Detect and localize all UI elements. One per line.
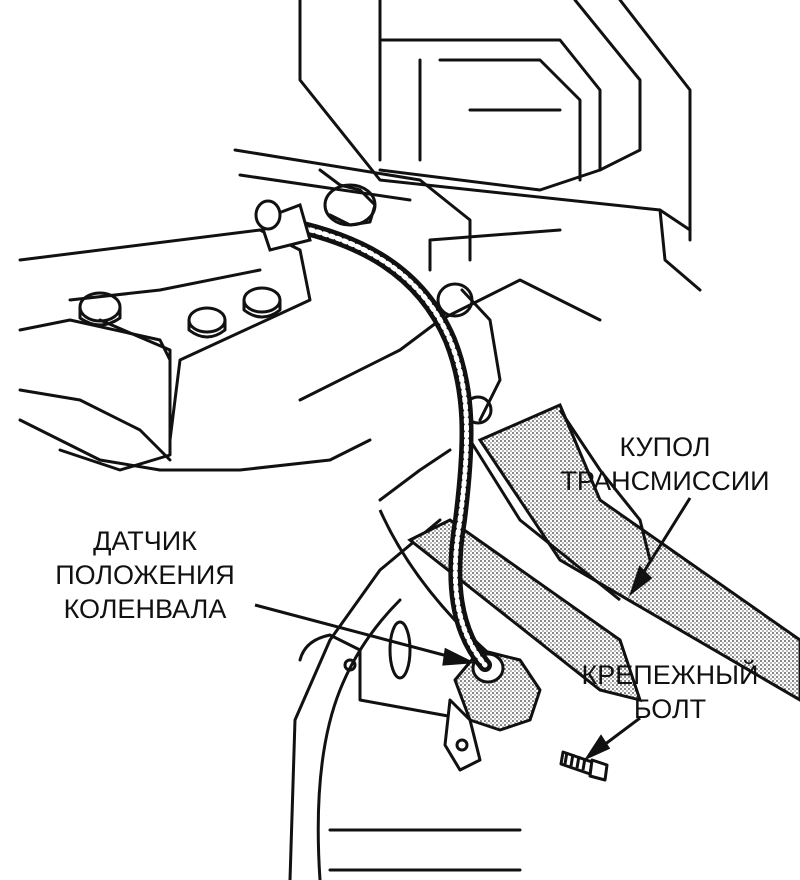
- crankshaft-sensor: [388, 620, 542, 772]
- engine-block-top: [298, 0, 702, 292]
- sensor-cable: [254, 199, 492, 672]
- engine-ledge: [233, 148, 472, 262]
- crankshaft-sensor-label-line3: КОЛЕНВАЛА: [63, 594, 227, 624]
- left-bracket: [18, 228, 312, 472]
- mounting-bolt-label-line2: БОЛТ: [633, 694, 707, 724]
- crankshaft-sensor-label-line1: ДАТЧИК: [93, 526, 197, 556]
- transmission-dome-label-line2: ТРАНСМИССИИ: [560, 466, 770, 496]
- transmission-dome-label-line1: КУПОЛ: [619, 432, 711, 462]
- mounting-bolt-label: КРЕПЕЖНЫЙ БОЛТ: [560, 658, 780, 726]
- crankshaft-sensor-label-line2: ПОЛОЖЕНИЯ: [55, 560, 235, 590]
- transmission-dome: [378, 403, 800, 703]
- mounting-bolt: [559, 750, 609, 782]
- dome-arrowhead: [629, 565, 653, 597]
- bolt-arrowhead: [583, 734, 611, 761]
- leader-lines: [254, 497, 692, 761]
- sensor-arrowhead: [442, 647, 476, 666]
- bellhousing: [288, 518, 522, 880]
- mounting-bolt-label-line1: КРЕПЕЖНЫЙ: [581, 660, 759, 690]
- crankshaft-sensor-label: ДАТЧИК ПОЛОЖЕНИЯ КОЛЕНВАЛА: [40, 524, 250, 626]
- transmission-dome-label: КУПОЛ ТРАНСМИССИИ: [545, 430, 785, 498]
- engine-casting: [158, 228, 602, 502]
